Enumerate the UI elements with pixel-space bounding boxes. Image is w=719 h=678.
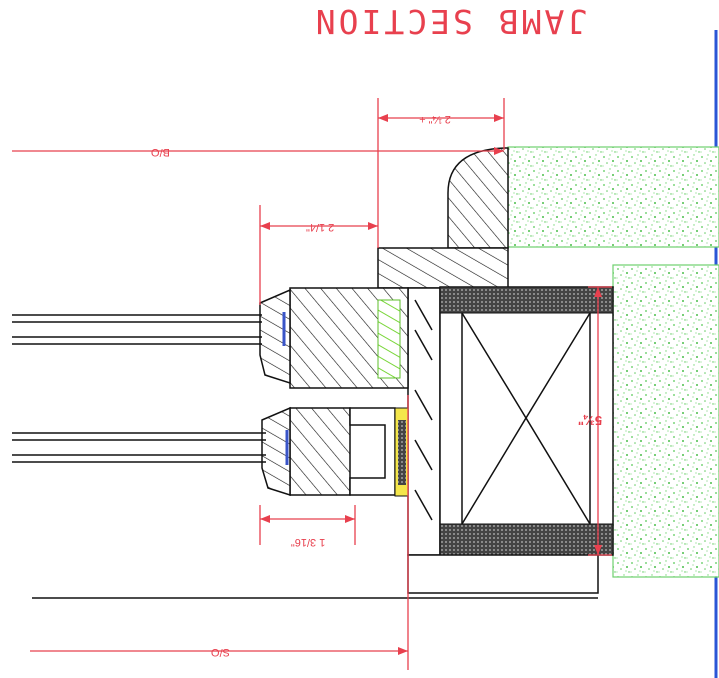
dimension-lines xyxy=(12,98,612,670)
jamb-body xyxy=(407,287,441,556)
frame-cap xyxy=(377,247,509,289)
lower-glazing-bead xyxy=(261,406,291,497)
dim-frame-depth: 2 1/4" xyxy=(306,221,334,233)
buck-bottom-insulation xyxy=(439,523,614,556)
aluminum-clip xyxy=(349,407,396,496)
dim-wall-depth: 5¾" xyxy=(578,413,602,428)
lower-sash xyxy=(289,407,351,496)
upper-glass xyxy=(12,312,286,346)
dim-bottom-fraction: 1 3/16" xyxy=(291,536,326,548)
lower-glass xyxy=(12,430,289,465)
wood-trim xyxy=(447,147,509,249)
upper-weatherstrip xyxy=(377,299,401,379)
sill xyxy=(407,554,599,594)
dim-so-label: S/O xyxy=(211,646,230,658)
masonry-upper xyxy=(507,146,719,248)
sealant-core xyxy=(398,420,406,485)
drawing-title: JAMB SECTION xyxy=(313,2,587,41)
dim-top-offset: 2 ¼" + xyxy=(419,113,451,125)
buck-top-insulation xyxy=(439,286,614,314)
dim-bo-label: B/O xyxy=(151,146,170,158)
masonry-lower xyxy=(612,264,719,578)
